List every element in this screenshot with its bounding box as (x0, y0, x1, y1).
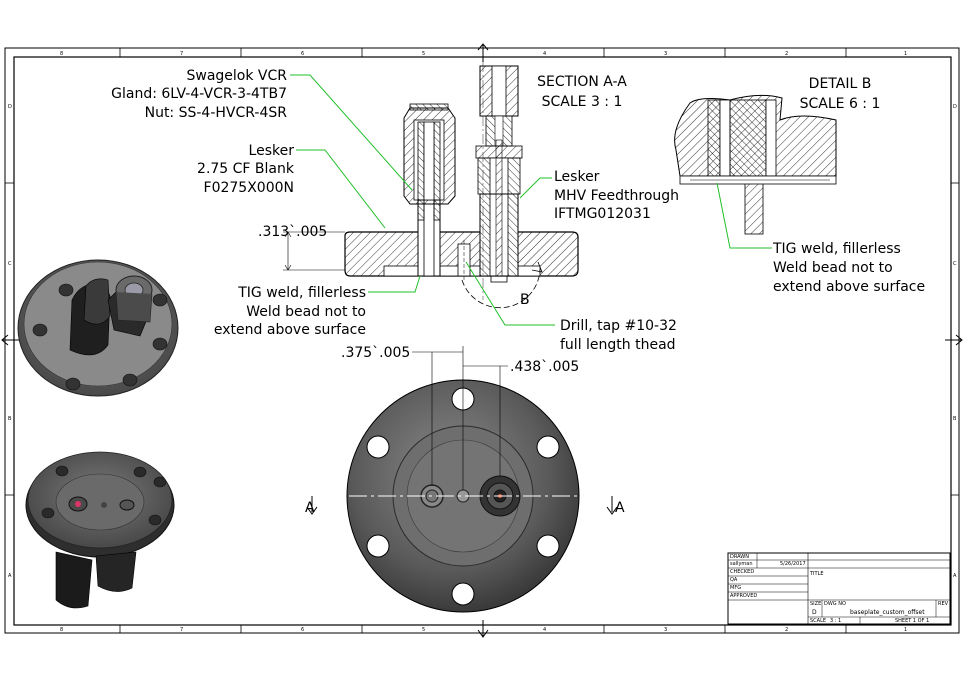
plan-view (306, 346, 618, 613)
detail-title: DETAIL B SCALE 6 : 1 (800, 76, 881, 112)
zone-letters: D C B A D C B A (8, 104, 957, 579)
callout-swagelok: Swagelok VCR Gland: 6LV-4-VCR-3-4TB7 Nut… (111, 68, 287, 121)
detail-view (674, 94, 837, 235)
zone-number: 2 (785, 627, 788, 633)
mfg-label: MFG (730, 585, 741, 591)
detail-b-marker: B (520, 292, 530, 308)
callout-lesker-blank: Lesker 2.75 CF Blank F0275X000N (197, 143, 295, 196)
section-title-text: SECTION A-A (537, 74, 627, 90)
title-block-text: DRAWN sallyman 5/26/2017 CHECKED QA MFG … (730, 554, 949, 624)
zone-number: 7 (180, 627, 183, 633)
sheet-border (1, 43, 963, 638)
callout-line: extend above surface (214, 322, 366, 338)
zone-number: 6 (301, 51, 304, 57)
callout-line: F0275X000N (204, 180, 294, 196)
zone-number: 2 (785, 51, 788, 57)
zone-number: 5 (422, 51, 425, 57)
callout-line: TIG weld, fillerless (772, 241, 901, 257)
drawn-date: 5/26/2017 (780, 561, 806, 567)
drawn-label: DRAWN (730, 554, 749, 560)
zone-number: 5 (422, 627, 425, 633)
zone-number: 6 (301, 627, 304, 633)
zone-numbers-top: 8 7 6 5 4 3 2 1 (60, 51, 907, 57)
callout-line: Drill, tap #10-32 (560, 318, 677, 334)
callout-line: MHV Feedthrough (554, 188, 679, 204)
zone-number: 8 (60, 627, 63, 633)
size-label: SIZE (810, 601, 821, 607)
detail-scale-text: SCALE 6 : 1 (800, 96, 881, 112)
zone-letter: A (953, 573, 957, 579)
callout-drill: Drill, tap #10-32 full length thead (560, 318, 677, 353)
callout-line: Nut: SS-4-HVCR-4SR (145, 105, 288, 121)
dwg-label: DWG NO (824, 601, 846, 607)
callout-tig-section: TIG weld, fillerless Weld bead not to ex… (214, 285, 366, 338)
zone-number: 4 (543, 627, 546, 633)
sheet-number: SHEET 1 OF 1 (895, 618, 929, 624)
zone-number: 8 (60, 51, 63, 57)
zone-letter: B (8, 416, 12, 422)
zone-letter: B (953, 416, 957, 422)
callout-lesker-mhv: Lesker MHV Feedthrough IFTMG012031 (554, 169, 679, 222)
zone-letter: C (8, 261, 12, 267)
callout-tig-detail: TIG weld, fillerless Weld bead not to ex… (772, 241, 925, 295)
zone-numbers-bottom: 8 7 6 5 4 3 2 1 (60, 627, 907, 633)
drawn-by: sallyman (730, 561, 753, 567)
section-scale-text: SCALE 3 : 1 (542, 94, 623, 110)
callout-line: Swagelok VCR (186, 68, 287, 84)
callout-line: full length thead (560, 337, 676, 353)
zone-letter: D (8, 104, 12, 110)
approved-label: APPROVED (730, 593, 757, 599)
zone-letter: C (953, 261, 957, 267)
section-marker-left: A (305, 500, 315, 516)
size-value: D (812, 609, 817, 616)
iso-view-top (17, 259, 179, 397)
thickness-dimension: .313`.005 (258, 224, 327, 240)
section-marker-right: A (615, 500, 625, 516)
detail-title-text: DETAIL B (809, 76, 872, 92)
scale-value: 3 : 1 (830, 618, 841, 624)
callout-line: Weld bead not to (246, 304, 366, 320)
dwg-number: baseplate_custom_offset (850, 609, 925, 616)
zone-number: 1 (904, 51, 907, 57)
callout-line: TIG weld, fillerless (237, 285, 366, 301)
offset-right-dimension: .438`.005 (510, 359, 579, 375)
zone-letter: D (953, 104, 957, 110)
callout-line: Lesker (249, 143, 295, 159)
callout-line: Gland: 6LV-4-VCR-3-4TB7 (111, 86, 287, 102)
zone-number: 1 (904, 627, 907, 633)
zone-number: 3 (664, 627, 667, 633)
iso-view-bottom (25, 451, 175, 609)
callout-line: Weld bead not to (773, 260, 893, 276)
offset-left-dimension: .375`.005 (341, 345, 410, 361)
bolt-holes (366, 387, 560, 606)
title-label: TITLE (809, 571, 824, 577)
callout-line: extend above surface (773, 279, 925, 295)
section-view (283, 62, 579, 309)
rev-label: REV (938, 601, 949, 607)
zone-letter: A (8, 573, 12, 579)
callout-line: IFTMG012031 (554, 206, 651, 222)
zone-number: 3 (664, 51, 667, 57)
scale-label: SCALE (810, 618, 826, 624)
checked-label: CHECKED (730, 569, 754, 575)
zone-number: 4 (543, 51, 546, 57)
section-title: SECTION A-A SCALE 3 : 1 (537, 74, 627, 110)
qa-label: QA (730, 577, 738, 583)
zone-number: 7 (180, 51, 183, 57)
callout-line: Lesker (554, 169, 600, 185)
callout-line: 2.75 CF Blank (197, 161, 295, 177)
leader-lines (290, 74, 772, 326)
title-block (727, 552, 951, 625)
